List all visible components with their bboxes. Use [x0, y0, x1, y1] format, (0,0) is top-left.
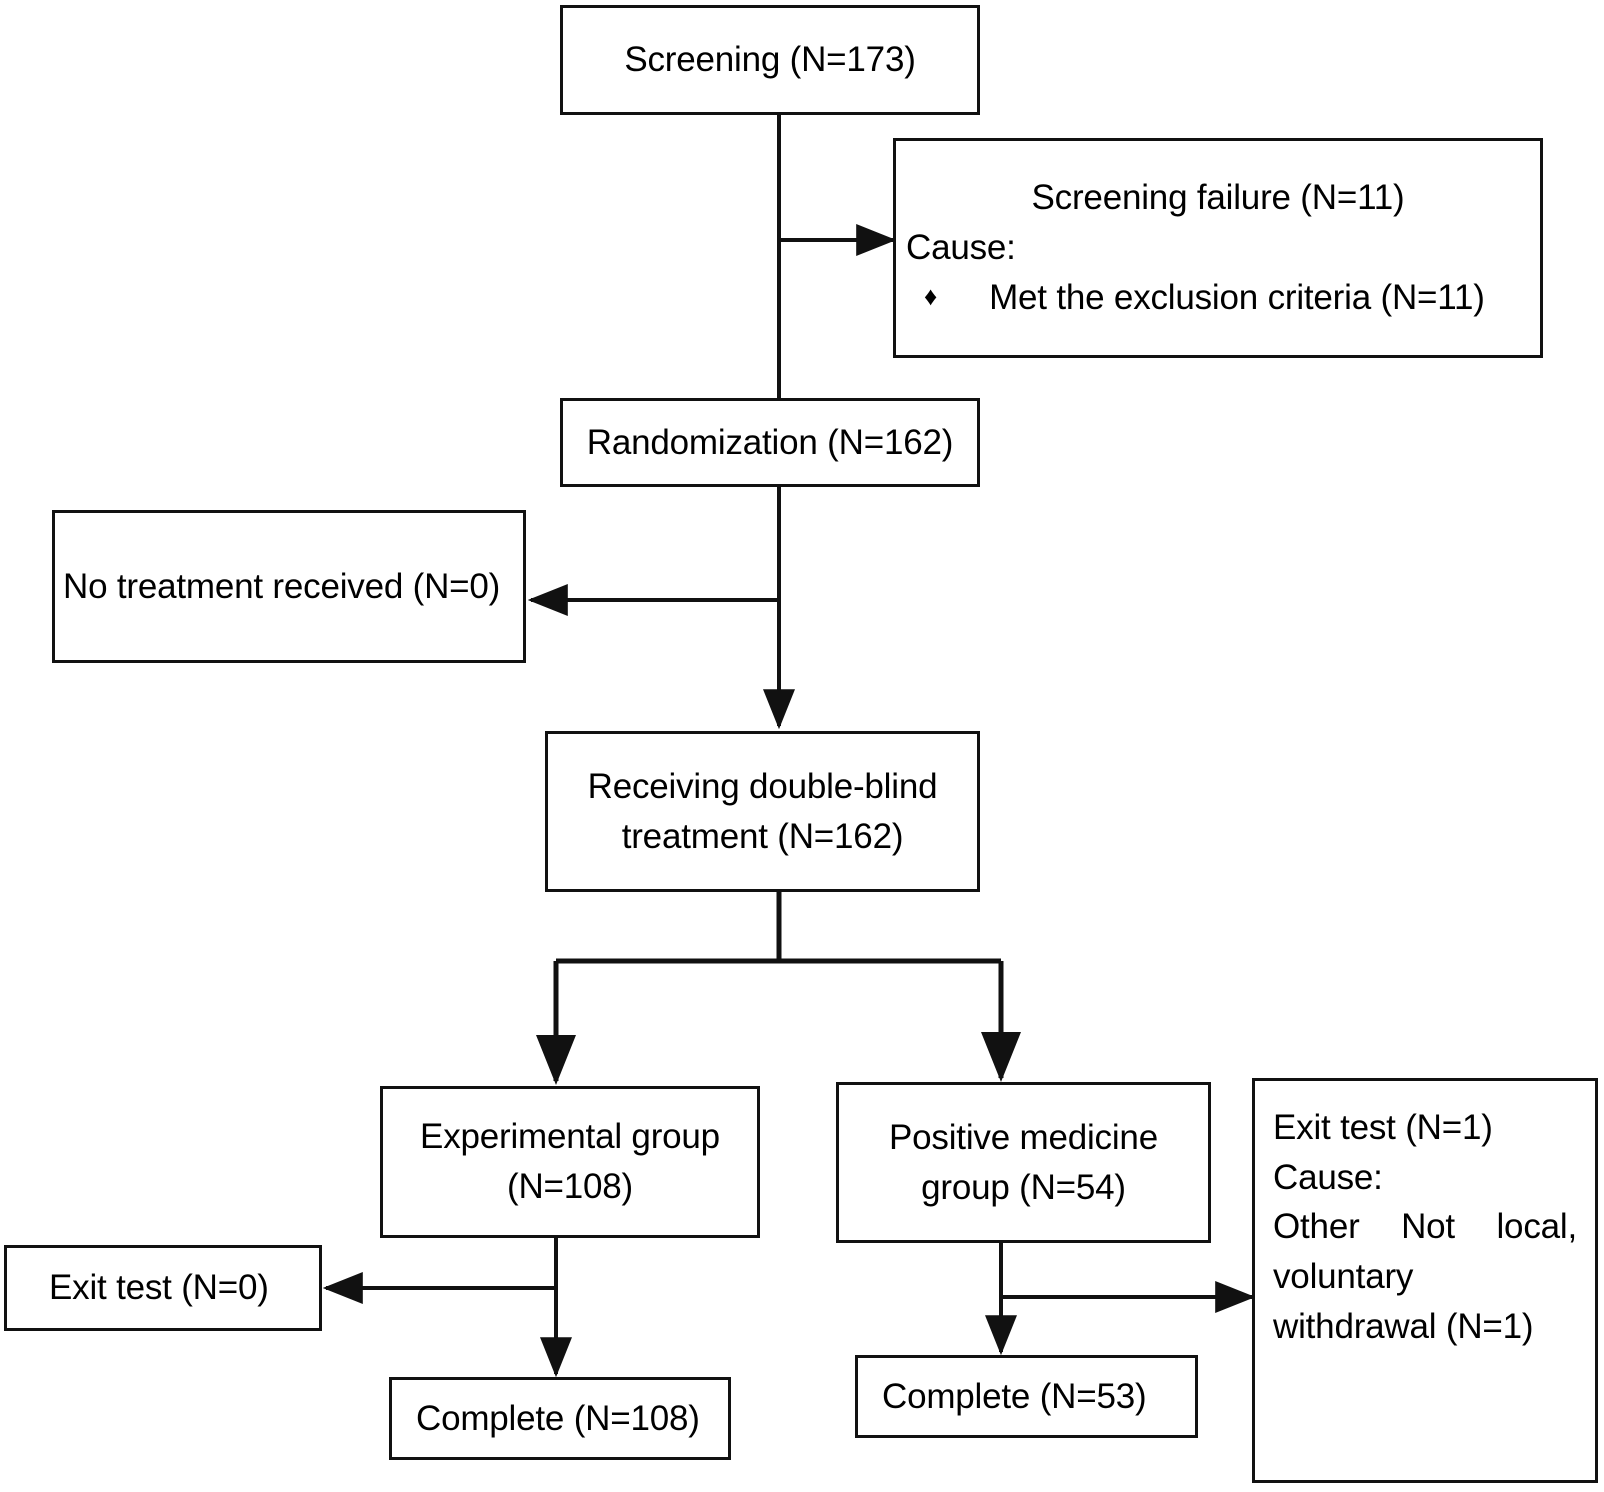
node-exit-test-right: Exit test (N=1) Cause: Other Not local, …	[1252, 1078, 1598, 1483]
node-screening-label: Screening (N=173)	[624, 40, 916, 80]
node-randomization-label: Randomization (N=162)	[586, 422, 954, 462]
node-exit-test-left: Exit test (N=0)	[4, 1245, 322, 1331]
node-double-blind-treatment: Receiving double-blind treatment (N=162)	[545, 731, 980, 892]
node-screening-failure-bullet-row: ♦ Met the exclusion criteria (N=11)	[906, 273, 1530, 323]
diamond-bullet-icon: ♦	[924, 280, 938, 311]
node-positive-medicine-group-line1: Positive medicine	[889, 1117, 1158, 1157]
node-screening: Screening (N=173)	[560, 5, 980, 115]
node-exit-test-right-line3: Other Not local,	[1273, 1207, 1577, 1247]
node-screening-failure-title: Screening failure (N=11)	[1031, 178, 1405, 218]
node-complete-left: Complete (N=108)	[389, 1377, 731, 1460]
node-no-treatment-received-label: No treatment received (N=0)	[63, 566, 501, 606]
node-positive-medicine-group: Positive medicine group (N=54)	[836, 1082, 1211, 1243]
node-exit-test-left-label: Exit test (N=0)	[49, 1268, 269, 1308]
node-complete-left-label: Complete (N=108)	[416, 1398, 700, 1438]
node-exit-test-right-line1: Exit test (N=1)	[1273, 1108, 1493, 1147]
node-screening-failure: Screening failure (N=11) Cause: ♦ Met th…	[893, 138, 1543, 358]
node-complete-right-label: Complete (N=53)	[882, 1376, 1147, 1416]
node-experimental-group-line1: Experimental group	[420, 1117, 720, 1157]
node-experimental-group: Experimental group (N=108)	[380, 1086, 760, 1238]
node-randomization: Randomization (N=162)	[560, 398, 980, 487]
node-experimental-group-line2: (N=108)	[506, 1167, 634, 1206]
node-double-blind-treatment-line1: Receiving double-blind	[587, 766, 938, 806]
node-exit-test-right-line2: Cause:	[1273, 1157, 1383, 1197]
node-complete-right: Complete (N=53)	[855, 1355, 1198, 1438]
node-no-treatment-received: No treatment received (N=0)	[52, 510, 526, 663]
node-positive-medicine-group-line2: group (N=54)	[921, 1167, 1126, 1207]
node-screening-failure-bullet-text: Met the exclusion criteria (N=11)	[989, 277, 1485, 317]
node-exit-test-right-line5: withdrawal (N=1)	[1273, 1306, 1534, 1346]
node-double-blind-treatment-line2: treatment (N=162)	[621, 816, 904, 856]
node-exit-test-right-line4: voluntary	[1273, 1257, 1414, 1297]
node-screening-failure-cause-label: Cause:	[906, 228, 1016, 268]
